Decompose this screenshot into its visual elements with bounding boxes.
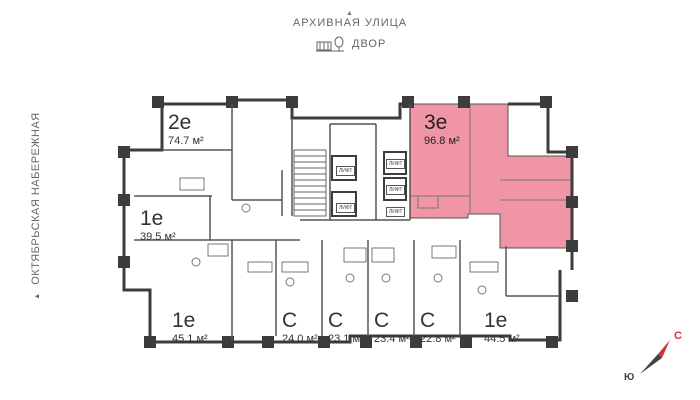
apt-2e[interactable]: 2е 74.7 м² xyxy=(168,112,204,147)
apt-area: 96.8 м² xyxy=(424,135,460,147)
apt-area: 74.7 м² xyxy=(168,135,204,147)
apt-rooms: С xyxy=(282,309,298,332)
elevator-shafts xyxy=(331,151,407,217)
compass-arrow-icon xyxy=(640,340,670,374)
apt-rooms: 3е xyxy=(424,111,448,134)
lift-label: ЛИФТ xyxy=(336,203,356,213)
street-name-top: АРХИВНАЯ УЛИЦА xyxy=(292,17,408,29)
apt-rooms: С xyxy=(374,309,390,332)
compass-south-label: Ю xyxy=(624,372,635,383)
apt-area: 22.8 м² xyxy=(420,333,456,345)
bathroom-fixtures xyxy=(179,177,499,295)
street-label-top: ▲ АРХИВНАЯ УЛИЦА xyxy=(0,10,700,29)
apt-rooms: С xyxy=(328,309,344,332)
apt-area: 39.5 м² xyxy=(140,231,176,243)
apt-c3[interactable]: С 23.4 м² xyxy=(374,310,410,345)
apt-area: 24.0 м² xyxy=(282,333,318,345)
facade-piers xyxy=(118,96,578,348)
apt-1e-bottom-right[interactable]: 1е 44.5 м² xyxy=(484,310,520,345)
yard-icon xyxy=(316,36,344,52)
apt-3e-area[interactable] xyxy=(409,103,573,249)
apt-1e-left[interactable]: 1е 39.5 м² xyxy=(140,208,176,243)
interior-walls xyxy=(134,104,560,340)
yard-text: ДВОР xyxy=(352,38,387,50)
apt-c1[interactable]: С 24.0 м² xyxy=(282,310,318,345)
apt-area: 23.4 м² xyxy=(374,333,410,345)
apt-area: 23.1 м² xyxy=(328,333,364,345)
apt-c2[interactable]: С 23.1 м² xyxy=(328,310,364,345)
apt-1e-bottom-left[interactable]: 1е 45.1 м² xyxy=(172,310,208,345)
compass-north-label: С xyxy=(674,330,682,342)
apt-area: 44.5 м² xyxy=(484,333,520,345)
compass: С Ю xyxy=(622,328,692,388)
apt-rooms: С xyxy=(420,309,436,332)
lift-label: ЛИФТ xyxy=(386,185,406,195)
apt-rooms: 1е xyxy=(484,309,508,332)
lift-label: ЛИФТ xyxy=(386,207,406,217)
lift-label: ЛИФТ xyxy=(386,159,406,169)
yard-label: ДВОР xyxy=(316,36,386,52)
lift-label: ЛИФТ xyxy=(336,166,356,176)
apt-rooms: 1е xyxy=(172,309,196,332)
apt-area: 45.1 м² xyxy=(172,333,208,345)
apt-rooms: 1е xyxy=(140,207,164,230)
staircase xyxy=(293,149,327,217)
triangle-up-icon: ▲ xyxy=(346,10,354,17)
apt-c4[interactable]: С 22.8 м² xyxy=(420,310,456,345)
apt-3e[interactable]: 3е 96.8 м² xyxy=(424,112,460,147)
apt-rooms: 2е xyxy=(168,111,192,134)
